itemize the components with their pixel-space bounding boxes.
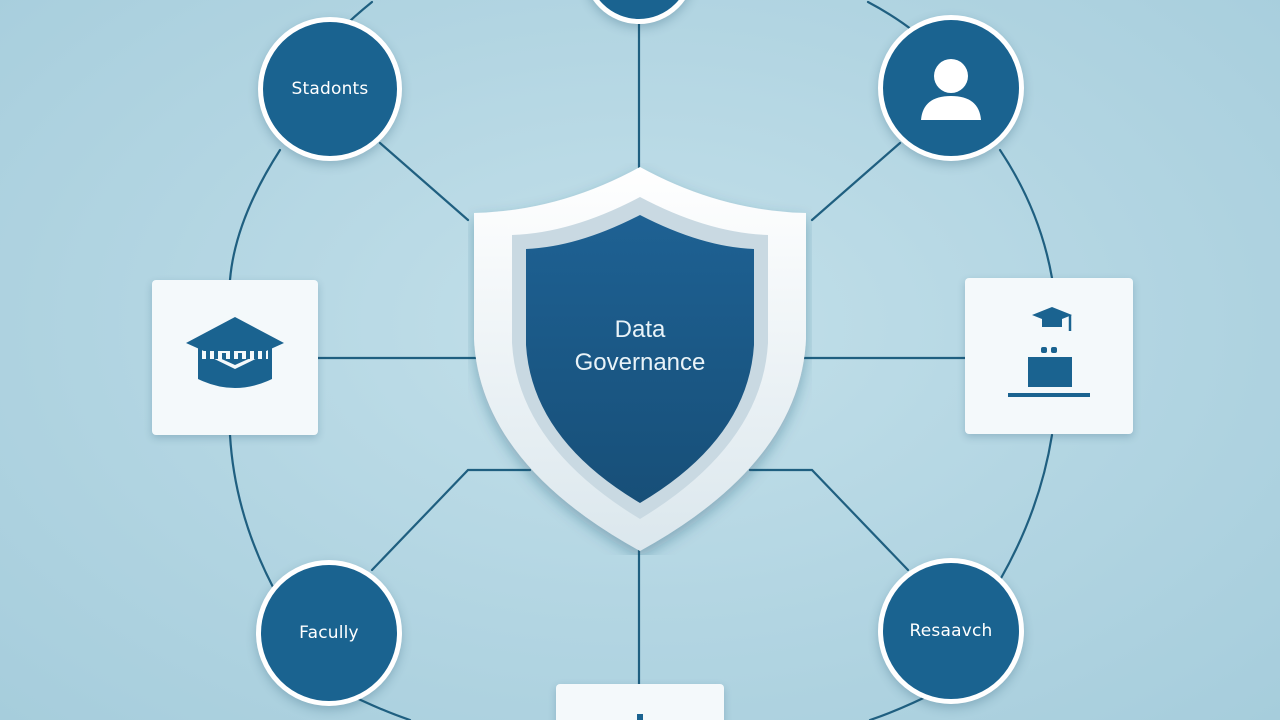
- spoke-person: [810, 141, 902, 222]
- mortarboard-icon: [186, 316, 284, 388]
- data-governance-shield: Data Governance: [468, 163, 812, 555]
- spoke-students: [378, 141, 470, 222]
- shield-title-line2: Governance: [574, 349, 706, 376]
- faculty-label: Facully: [299, 623, 359, 643]
- research-node[interactable]: Resaavch: [878, 558, 1024, 704]
- shield-title: Data Governance: [468, 313, 812, 379]
- bottom-card[interactable]: [556, 684, 724, 720]
- ring-arc-lower-left: [228, 433, 282, 602]
- bottom-card-icon: [637, 714, 643, 720]
- students-label: Stadonts: [291, 79, 369, 99]
- mortarboard-card[interactable]: [152, 280, 318, 435]
- spoke-faculty: [370, 468, 532, 572]
- shield-title-line1: Data: [614, 316, 666, 343]
- shield-icon: [474, 167, 806, 551]
- ring-arc-upper-left: [228, 148, 282, 282]
- spoke-research: [748, 468, 910, 572]
- graduation-desk-icon: [1008, 307, 1090, 397]
- students-node[interactable]: Stadonts: [258, 17, 402, 161]
- person-node[interactable]: [878, 15, 1024, 161]
- person-icon: [921, 59, 981, 120]
- ring-arc-lower-right: [998, 433, 1054, 582]
- ring-arc-upper-right: [998, 148, 1054, 280]
- faculty-node[interactable]: Facully: [256, 560, 402, 706]
- graduation-desk-card[interactable]: [965, 278, 1133, 434]
- research-label: Resaavch: [909, 621, 993, 641]
